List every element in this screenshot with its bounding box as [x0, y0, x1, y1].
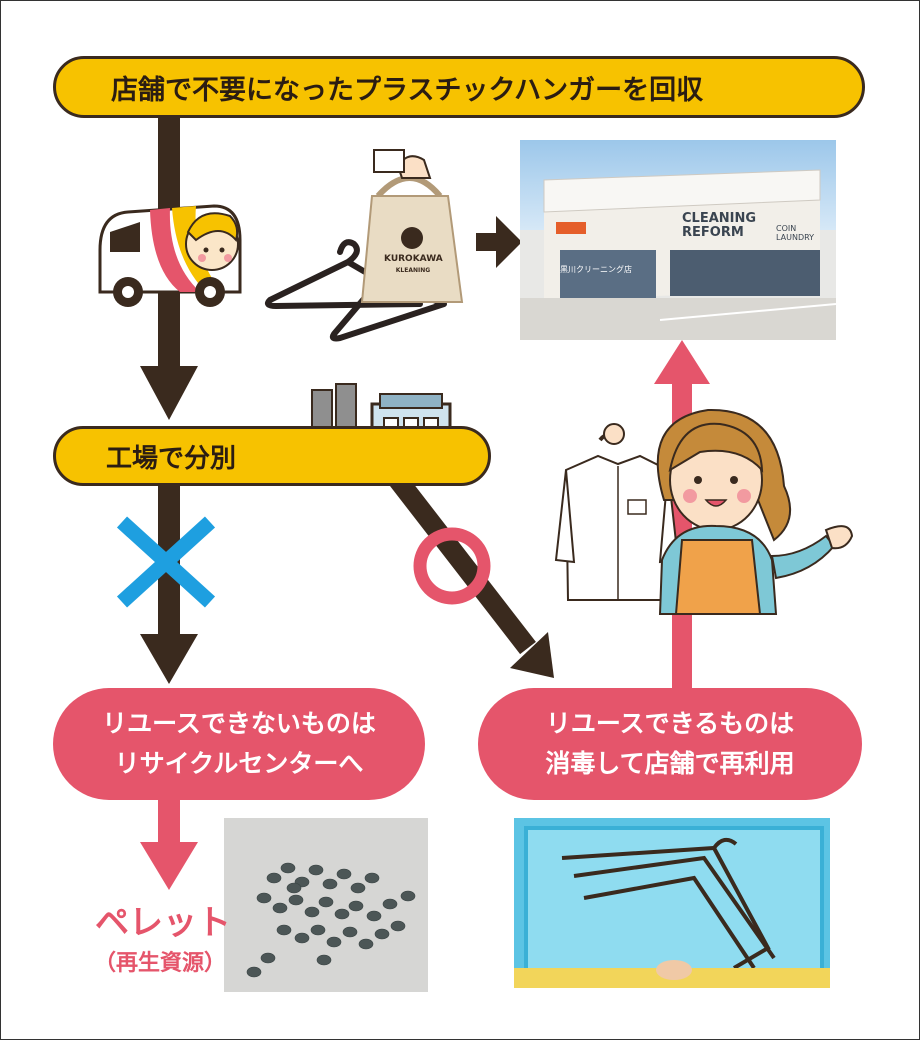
shopping-bag-icon [362, 150, 462, 302]
bag-print: KUROKAWA KLEANING [384, 254, 442, 276]
reusable-box: リユースできるものは 消毒して店舗で再利用 [478, 688, 862, 800]
pellet-label: ペレット [88, 895, 238, 944]
arrow-to-pellets [140, 800, 198, 890]
non-reusable-line1: リユースできないものは [102, 704, 376, 744]
non-reusable-box: リユースできないものは リサイクルセンターへ [53, 688, 425, 800]
pellet-sublabel: （再生資源） [60, 945, 260, 977]
store-sign-jp: 黒川クリーニング店 [560, 264, 632, 275]
staff-woman-illustration [658, 410, 852, 614]
reusable-line2: 消毒して店舗で再利用 [545, 744, 794, 784]
store-sign-coin-laundry: COIN LAUNDRY [776, 224, 814, 242]
delivery-van-icon [100, 206, 240, 307]
hangers-in-water-illustration [514, 818, 830, 988]
arrow-bag-to-store [476, 216, 522, 268]
store-photo: CLEANING REFORM COIN LAUNDRY 黒川クリーニング店 [520, 140, 836, 340]
non-reusable-line2: リサイクルセンターへ [115, 744, 364, 784]
store-sign-main: CLEANING REFORM [682, 212, 756, 240]
disinfect-bucket-photo [514, 818, 830, 988]
factory-sort-banner: 工場で分別 [53, 426, 491, 486]
reusable-line1: リユースできるものは [546, 704, 794, 744]
collect-banner: 店舗で不要になったプラスチックハンガーを回収 [53, 56, 865, 118]
